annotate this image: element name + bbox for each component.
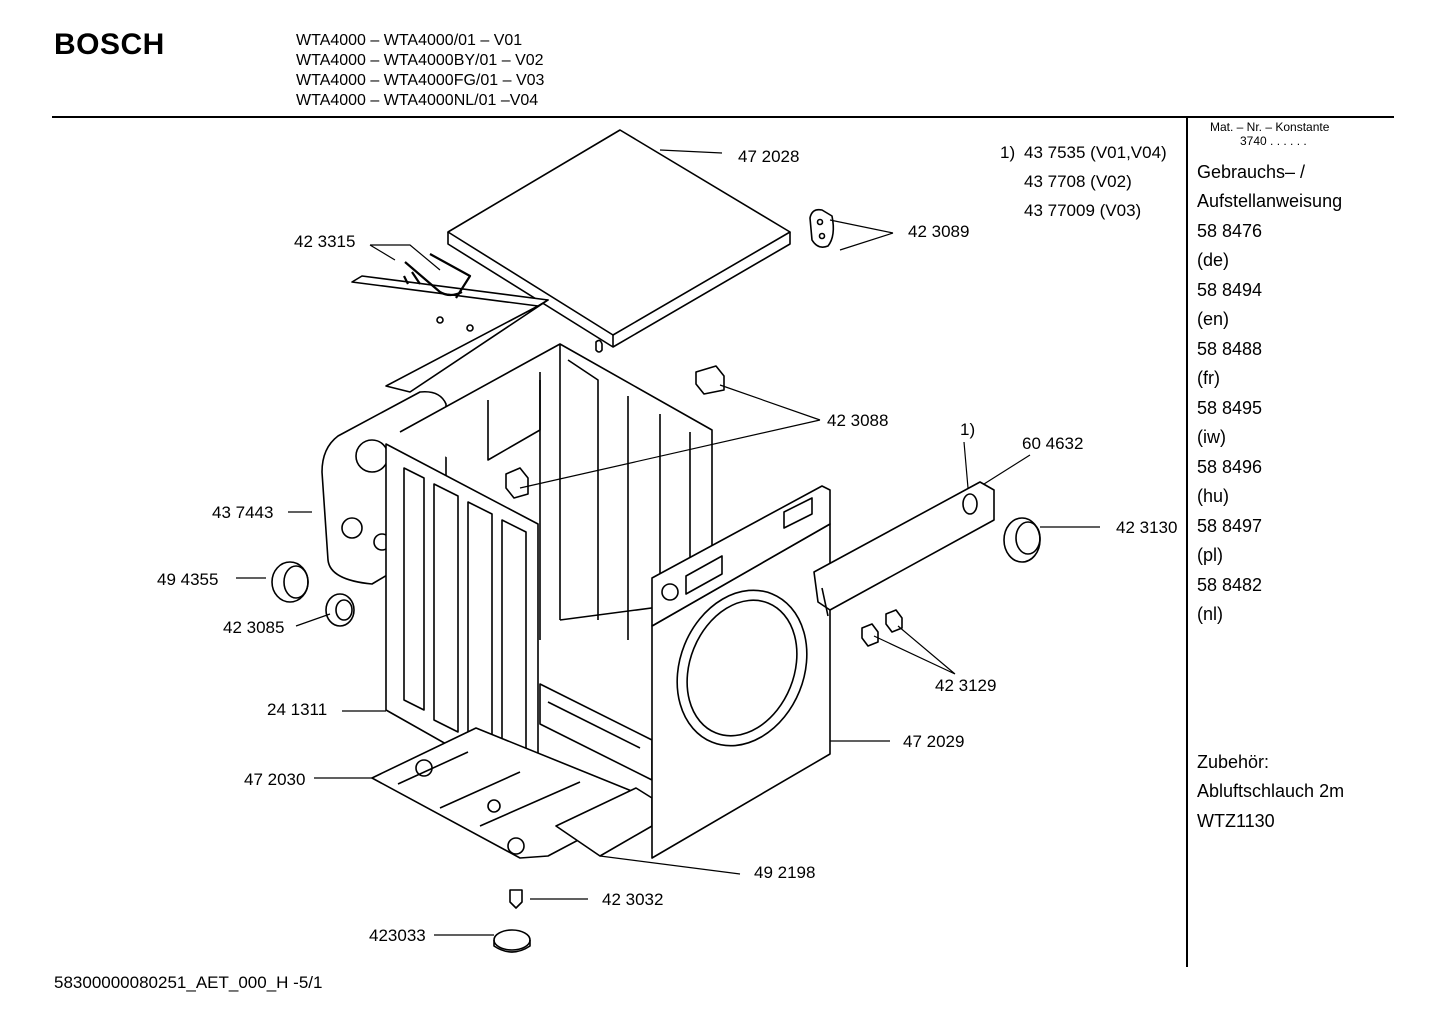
brand-logo: BOSCH [54, 28, 165, 61]
manual-number: 58 8494 [1197, 280, 1263, 300]
manual-number: 58 8488 [1197, 339, 1263, 359]
leader-lines [236, 149, 1100, 936]
model-line: WTA4000 – WTA4000NL/01 –V04 [296, 92, 539, 109]
footnote-line: 43 7535 (V01,V04) [1024, 143, 1167, 162]
accessory-item: Abluftschlauch 2m [1197, 781, 1345, 801]
footnote-line: 43 77009 (V03) [1024, 201, 1142, 220]
footnote-marker: 1) [1000, 143, 1016, 162]
manual-number: 58 8495 [1197, 398, 1263, 418]
model-list: WTA4000 – WTA4000/01 – V01 WTA4000 – WTA… [296, 31, 544, 111]
model-line: WTA4000 – WTA4000BY/01 – V02 [296, 52, 544, 69]
document-code: 58300000080251_AET_000_H -5/1 [54, 973, 323, 992]
part-label: 42 3129 [935, 676, 997, 695]
mat-value: 3740 . . . . . . [1240, 134, 1307, 148]
manual-lang: (de) [1197, 250, 1230, 270]
manual-number: 58 8476 [1197, 221, 1263, 241]
top-cover [447, 129, 791, 348]
part-label: 42 3085 [223, 618, 285, 637]
cap-part [325, 593, 355, 627]
seal-ring [271, 561, 309, 603]
part-label: 42 3032 [602, 890, 664, 909]
manual-lang: (pl) [1197, 545, 1223, 565]
manual-lang: (nl) [1197, 604, 1223, 624]
manual-lang: (en) [1197, 309, 1230, 329]
sidebar-divider [1186, 117, 1188, 967]
part-label: 42 3315 [294, 232, 356, 251]
manual-lang: (hu) [1197, 486, 1230, 506]
part-label: 42 3130 [1116, 518, 1178, 537]
model-line: WTA4000 – WTA4000/01 – V01 [296, 32, 523, 49]
part-label: 43 7443 [212, 503, 274, 522]
bracket-part [505, 365, 725, 499]
model-line: WTA4000 – WTA4000FG/01 – V03 [296, 72, 545, 89]
header-divider [52, 116, 1394, 118]
foot-screw [509, 889, 523, 909]
manual-number: 58 8482 [1197, 575, 1263, 595]
part-label: 49 2198 [754, 863, 816, 882]
footnote-line: 43 7708 (V02) [1024, 172, 1132, 191]
manual-title: Gebrauchs– / [1197, 162, 1306, 182]
manual-number: 58 8497 [1197, 516, 1263, 536]
part-label: 1) [960, 420, 976, 439]
part-label: 24 1311 [267, 700, 328, 719]
foot-pad [493, 929, 531, 953]
knob-part [1003, 517, 1041, 563]
part-label: 47 2029 [903, 732, 965, 751]
part-label: 47 2028 [738, 147, 800, 166]
accessory-title: Zubehör: [1197, 752, 1270, 772]
clip-part [809, 208, 835, 248]
part-label: 47 2030 [244, 770, 306, 789]
manual-lang: (iw) [1197, 427, 1226, 447]
manual-title: Aufstellanweisung [1197, 191, 1343, 211]
part-label: 423033 [369, 926, 426, 945]
accessory-item: WTZ1130 [1197, 811, 1275, 831]
manual-lang: (fr) [1197, 368, 1220, 388]
fascia-panel [813, 481, 995, 617]
control-frame [651, 485, 831, 627]
mat-label: Mat. – Nr. – Konstante [1210, 120, 1330, 134]
button-part [861, 609, 903, 647]
part-label: 60 4632 [1022, 434, 1084, 453]
part-label: 49 4355 [157, 570, 219, 589]
manual-number: 58 8496 [1197, 457, 1263, 477]
harness-part [403, 253, 472, 299]
part-label: 42 3088 [827, 411, 889, 430]
part-label: 42 3089 [908, 222, 970, 241]
top-rail [351, 275, 549, 393]
